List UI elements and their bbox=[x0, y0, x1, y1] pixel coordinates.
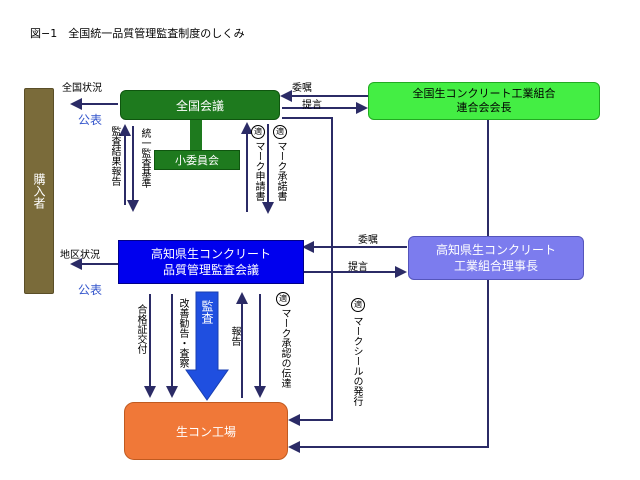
mark-consent-label: マーク承諾書 bbox=[275, 141, 286, 201]
plant-box: 生コン工場 bbox=[124, 402, 288, 460]
kochi-meeting-line2: 品質管理監査会議 bbox=[162, 263, 259, 277]
buyer-label: 購入者 bbox=[32, 173, 46, 209]
tek-mark-icon-3: 適 bbox=[276, 292, 290, 306]
kochi-union-box: 高知県生コンクリート 工業組合理事長 bbox=[408, 236, 584, 280]
national-union-box: 全国生コンクリート工業組合 連合会会長 bbox=[368, 82, 600, 120]
report-label: 報告 bbox=[229, 326, 240, 346]
mark-consent-notice-label: マーク承認の伝達 bbox=[279, 308, 290, 388]
national-union-line2: 連合会会長 bbox=[456, 101, 512, 114]
tek-mark-icon-2: 適 bbox=[273, 125, 287, 139]
mark-seal-label: マークシールの発行 bbox=[351, 316, 362, 406]
public-label-2: 公表 bbox=[78, 283, 103, 297]
buyer-box: 購入者 bbox=[24, 88, 54, 294]
improve-label: 改善勧告・査察 bbox=[177, 298, 188, 368]
figure-title: 図−1 全国統一品質管理監査制度のしくみ bbox=[30, 27, 245, 40]
plant-label: 生コン工場 bbox=[175, 424, 236, 439]
subcommittee-label: 小委員会 bbox=[175, 154, 219, 167]
tek-mark-icon-4: 適 bbox=[351, 298, 365, 312]
audit-report-label: 監査結果報告 bbox=[109, 126, 120, 186]
connector-stem bbox=[190, 120, 202, 150]
kochi-union-line1: 高知県生コンクリート bbox=[435, 243, 556, 257]
pass-cert-label: 合格証交付 bbox=[135, 304, 146, 354]
proposal-label-1: 提言 bbox=[302, 100, 322, 111]
audit-label: 監査 bbox=[200, 300, 214, 324]
public-label-1: 公表 bbox=[78, 113, 103, 127]
national-status-label: 全国状況 bbox=[62, 83, 102, 94]
national-meeting-box: 全国会議 bbox=[120, 90, 280, 120]
commission-label-2: 委嘱 bbox=[358, 235, 378, 246]
kochi-meeting-box: 高知県生コンクリート 品質管理監査会議 bbox=[118, 240, 304, 284]
kochi-meeting-line1: 高知県生コンクリート bbox=[150, 247, 271, 261]
tek-mark-icon-1: 適 bbox=[251, 125, 265, 139]
proposal-label-2: 提言 bbox=[348, 262, 368, 273]
subcommittee-box: 小委員会 bbox=[154, 150, 240, 170]
mark-apply-label: マーク申請書 bbox=[253, 141, 264, 201]
unified-standard-label: 統一監査基準 bbox=[139, 128, 150, 188]
commission-label-1: 委嘱 bbox=[292, 83, 312, 94]
kochi-union-line2: 工業組合理事長 bbox=[453, 259, 538, 273]
regional-status-label: 地区状況 bbox=[60, 250, 100, 261]
national-meeting-label: 全国会議 bbox=[175, 98, 224, 113]
national-union-line1: 全国生コンクリート工業組合 bbox=[412, 87, 556, 100]
